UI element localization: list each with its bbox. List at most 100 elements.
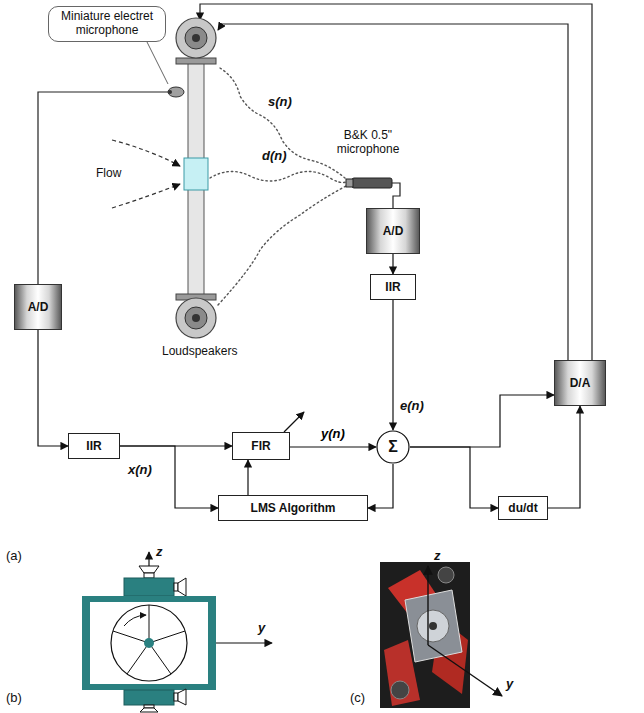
sound-path (218, 186, 346, 305)
summing-junction: Σ (376, 430, 410, 464)
rig-photo (380, 562, 470, 708)
rig-sketch (139, 566, 159, 573)
signal-connector (410, 447, 498, 508)
rig-sketch (149, 643, 171, 674)
differentiator-box: du/dt (498, 496, 548, 520)
sound-path (220, 68, 345, 178)
rig-sketch (178, 578, 186, 596)
rig-sketch (124, 615, 146, 626)
rig-sketch (124, 690, 174, 705)
part-name: Loudspeakers (162, 344, 237, 358)
rig-sketch (144, 638, 154, 648)
junction-outline (377, 431, 409, 463)
part-name: B&K 0.5" microphone (330, 128, 406, 157)
converter-box: A/D (366, 208, 420, 254)
filter-box: IIR (68, 433, 120, 459)
sound-path (210, 68, 346, 305)
rig-photo (380, 562, 502, 708)
callout-bubble: Miniature electret microphone (48, 6, 166, 42)
rig-photo (417, 610, 449, 642)
loudspeaker (176, 298, 216, 338)
rig-sketch (82, 684, 216, 690)
rig-photo (428, 645, 502, 696)
rig-sketch (82, 602, 90, 684)
rig-sketch (174, 693, 178, 701)
electret-microphone (168, 87, 184, 97)
electret-microphone (168, 90, 172, 94)
rig-sketch (148, 552, 149, 566)
filter-box: IIR (370, 274, 416, 300)
flow-arrow (112, 140, 180, 166)
axis-label: y (506, 676, 513, 692)
signal-connector (410, 395, 554, 447)
box-text: A/D (383, 224, 404, 238)
sound-path (210, 171, 346, 182)
signal-wire (38, 4, 592, 360)
rig-sketch (208, 602, 216, 684)
filter-box: FIR (232, 432, 290, 460)
reference-microphone (346, 179, 353, 187)
duct (184, 158, 208, 190)
flow-label: Flow (96, 166, 121, 180)
box-text: LMS Algorithm (251, 501, 336, 515)
box-text: Σ (388, 438, 398, 456)
rig-photo (391, 681, 409, 699)
reference-microphone (352, 178, 392, 188)
box-text: du/dt (508, 501, 537, 515)
signal-connector (290, 446, 376, 447)
signal-connector (120, 446, 218, 508)
rig-sketch (174, 583, 178, 591)
rig-sketch (149, 631, 185, 643)
reference-microphone (346, 178, 392, 188)
flow-arrow (112, 184, 180, 208)
signal-wire (200, 4, 592, 360)
adaptation-arrow (284, 412, 304, 432)
rig-sketch (178, 689, 186, 705)
box-text: IIR (385, 280, 400, 294)
rig-sketch (82, 552, 272, 712)
rig-photo (438, 567, 454, 583)
signal-name: x(n) (128, 462, 152, 478)
rig-sketch (149, 605, 150, 643)
signal-connector (548, 406, 580, 508)
rig-sketch (82, 596, 216, 602)
signal-wire (392, 183, 400, 208)
loudspeaker (185, 27, 207, 49)
electret-microphone (168, 87, 184, 97)
axis-label: y (258, 620, 265, 636)
signal-name: e(n) (400, 398, 424, 414)
panel-label: (b) (6, 690, 22, 706)
signal-wire (38, 92, 168, 284)
axis-label: z (156, 544, 163, 560)
flow-arrow (112, 140, 180, 208)
box-text: Miniature electret microphone (61, 9, 153, 37)
rig-sketch (111, 605, 187, 681)
algorithm-box: LMS Algorithm (218, 495, 368, 521)
rig-sketch (144, 573, 154, 578)
panel-label: (c) (350, 690, 365, 706)
signal-connector (38, 330, 68, 446)
box-text: A/D (28, 300, 49, 314)
rig-photo (427, 566, 428, 645)
signal-name: y(n) (320, 426, 346, 442)
signal-name: d(n) (262, 148, 287, 164)
signal-connector (392, 254, 393, 274)
adaptation-arrow (284, 412, 304, 432)
box-text: FIR (251, 439, 270, 453)
loudspeaker (192, 314, 200, 322)
rig-sketch (113, 631, 149, 643)
callout-tail (146, 40, 168, 84)
signal-name: s(n) (268, 94, 292, 110)
loudspeaker (176, 18, 216, 58)
rig-sketch (216, 642, 272, 643)
rig-sketch (124, 578, 174, 596)
signal-connector (392, 300, 393, 430)
callout-tail (146, 40, 168, 84)
loudspeaker (185, 307, 207, 329)
converter-box: A/D (14, 284, 62, 330)
signal-connector (247, 460, 248, 495)
rig-photo (429, 622, 437, 630)
panel-label: (a) (6, 548, 22, 564)
